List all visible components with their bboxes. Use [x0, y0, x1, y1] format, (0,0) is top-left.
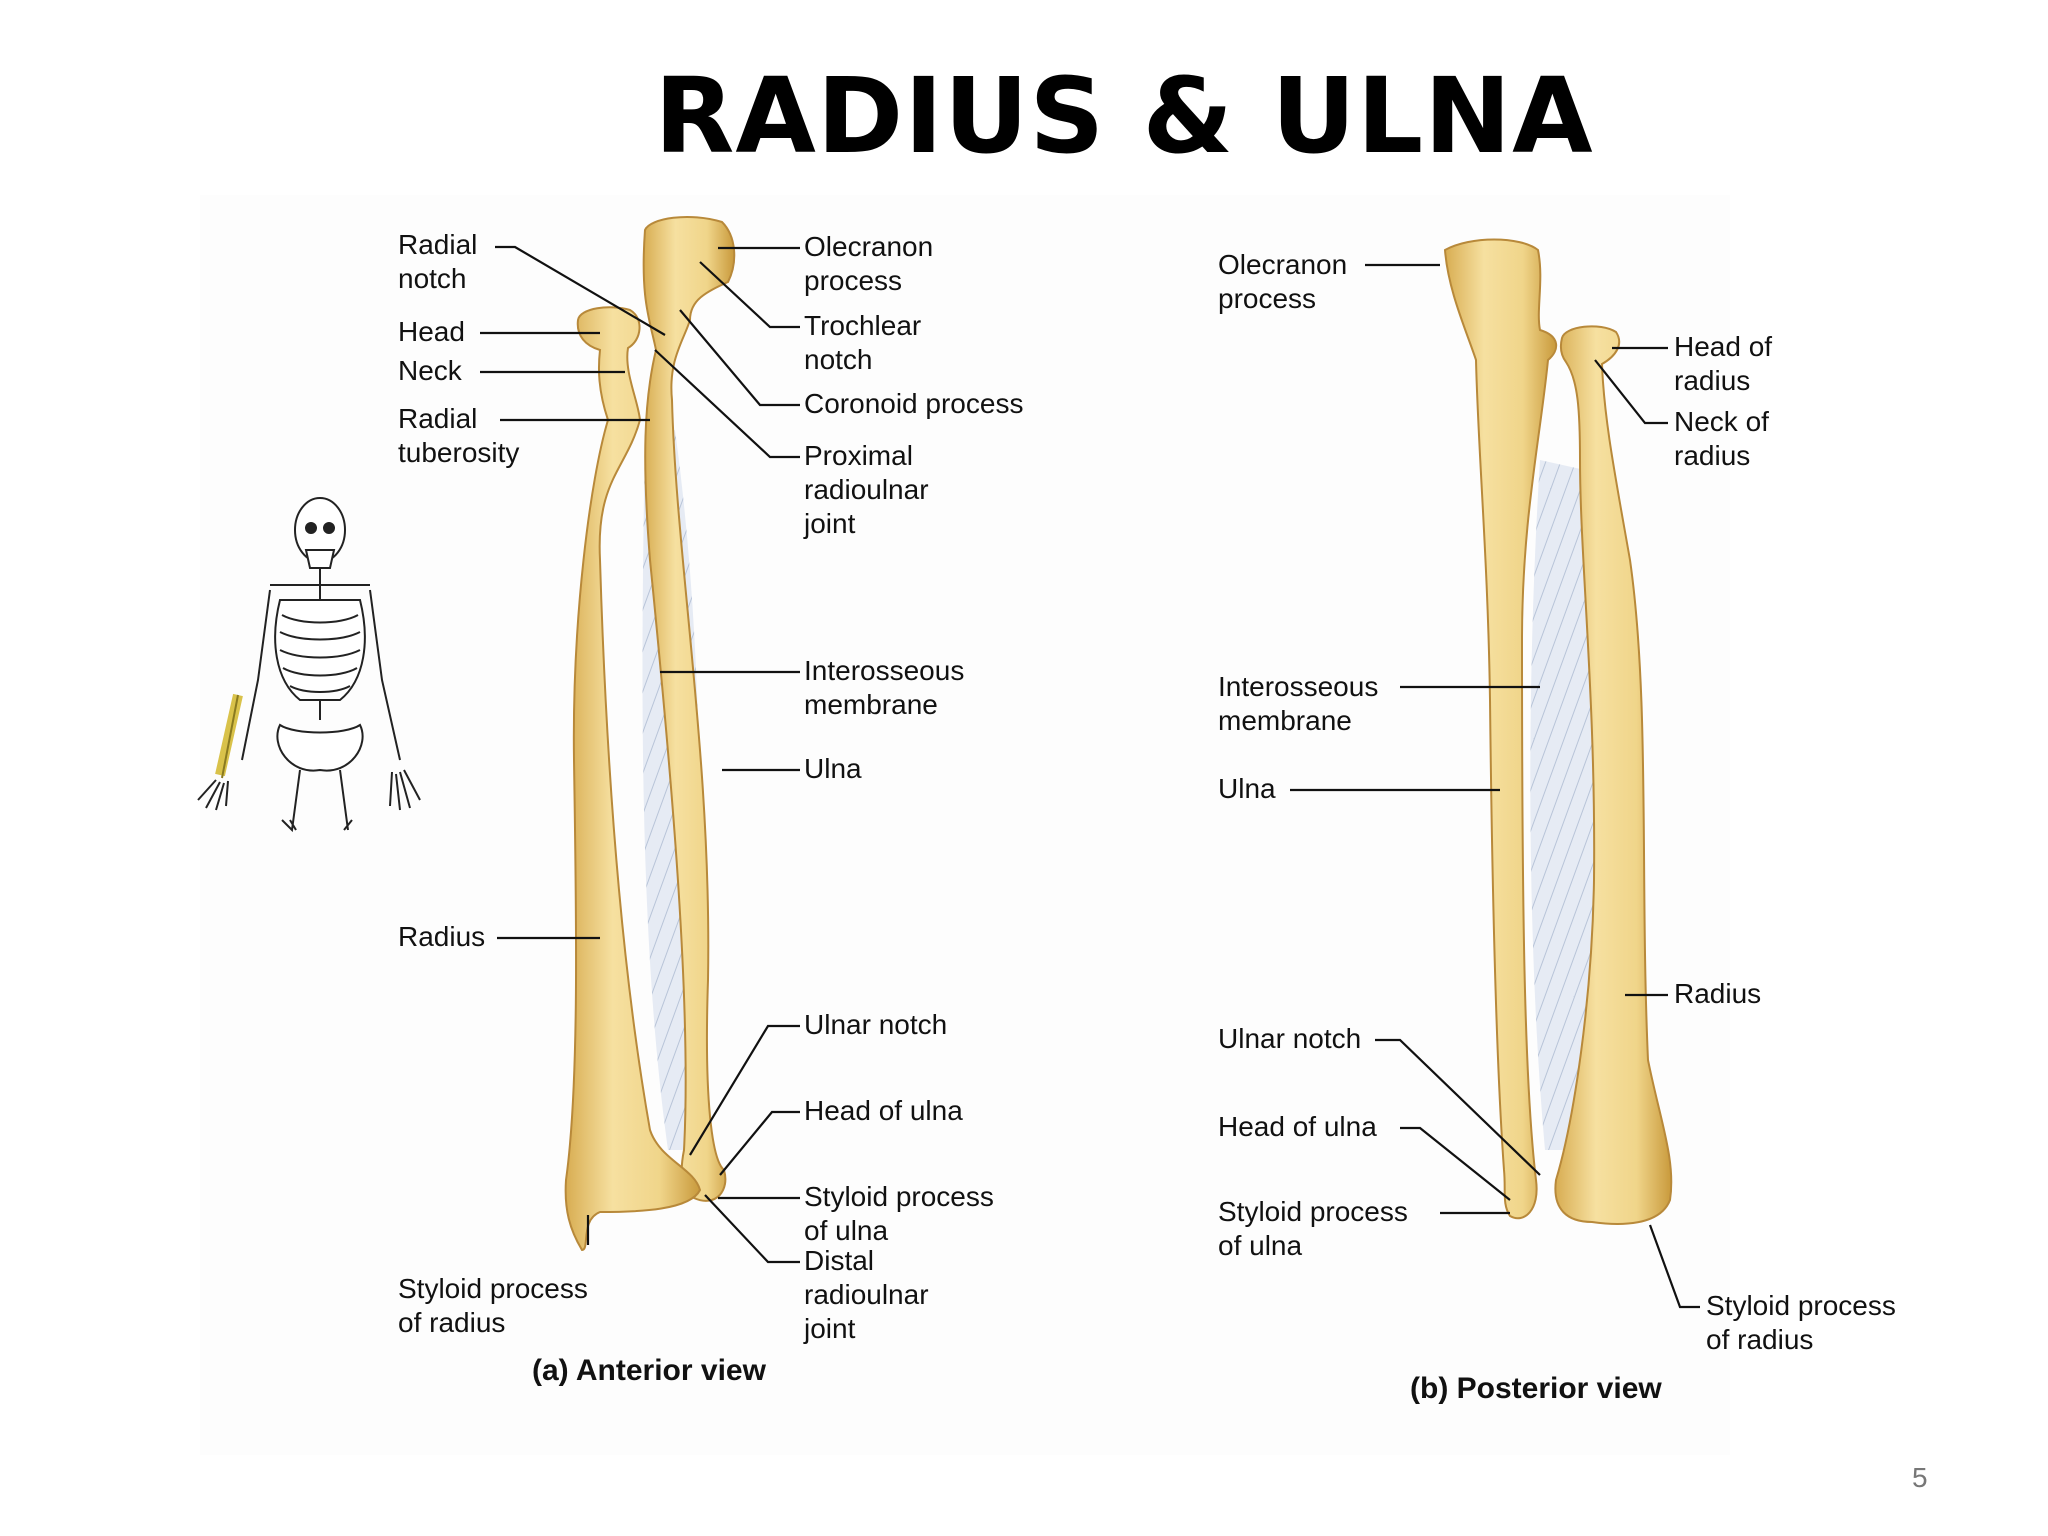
- posterior-interosseous-membrane: [1530, 460, 1598, 1150]
- label-styloid-radius-anterior: Styloid process of radius: [398, 1273, 588, 1338]
- slide-title: RADIUS & ULNA: [654, 55, 1594, 177]
- label-radial-notch: Radial notch: [398, 229, 478, 294]
- skeleton-ribcage: [274, 599, 366, 701]
- label-radial-tuberosity: Radial tuberosity: [398, 403, 520, 468]
- label-head-of-radius: Head of radius: [1674, 331, 1773, 396]
- skeleton-thumbnail: [197, 497, 421, 833]
- label-neck-of-radius: Neck of radius: [1674, 406, 1769, 471]
- label-coronoid-process: Coronoid process: [804, 388, 1024, 419]
- caption-anterior-view: (a) Anterior view: [532, 1354, 766, 1387]
- posterior-radius-bone: [1554, 325, 1673, 1225]
- skeleton-pelvis: [276, 723, 364, 772]
- label-trochlear-notch: Trochlear notch: [804, 310, 922, 375]
- label-head-of-ulna-anterior: Head of ulna: [804, 1095, 963, 1126]
- label-styloid-ulna-anterior: Styloid process of ulna: [804, 1181, 994, 1246]
- posterior-view-bones: [1443, 238, 1673, 1225]
- label-distal-radioulnar-joint: Distal radioulnar joint: [804, 1245, 929, 1344]
- label-head: Head: [398, 316, 465, 347]
- label-olecranon-anterior: Olecranon process: [804, 231, 934, 296]
- label-radius-posterior: Radius: [1674, 978, 1762, 1009]
- label-ulna-anterior: Ulna: [804, 753, 862, 784]
- label-proximal-radioulnar-joint: Proximal radioulnar joint: [804, 440, 929, 539]
- posterior-leader-lines: [1290, 263, 1700, 1309]
- label-interosseous-anterior: Interosseous membrane: [804, 655, 965, 720]
- label-ulnar-notch-posterior: Ulnar notch: [1218, 1023, 1362, 1054]
- anterior-leader-lines: [480, 245, 800, 1264]
- label-interosseous-posterior: Interosseous membrane: [1218, 671, 1379, 736]
- label-ulnar-notch-anterior: Ulnar notch: [804, 1009, 948, 1040]
- label-head-of-ulna-posterior: Head of ulna: [1218, 1111, 1377, 1142]
- label-neck: Neck: [398, 355, 462, 386]
- anterior-ulna-bone: [642, 216, 736, 1202]
- figure-background: [200, 195, 1730, 1455]
- caption-posterior-view: (b) Posterior view: [1410, 1372, 1662, 1405]
- label-olecranon-posterior: Olecranon process: [1218, 249, 1348, 314]
- label-styloid-radius-posterior: Styloid process of radius: [1706, 1290, 1896, 1355]
- label-ulna-posterior: Ulna: [1218, 773, 1276, 804]
- label-styloid-ulna-posterior: Styloid process of ulna: [1218, 1196, 1408, 1261]
- posterior-ulna-bone: [1443, 238, 1558, 1220]
- page-number: 5: [1912, 1462, 1928, 1493]
- label-radius-anterior: Radius: [398, 921, 486, 952]
